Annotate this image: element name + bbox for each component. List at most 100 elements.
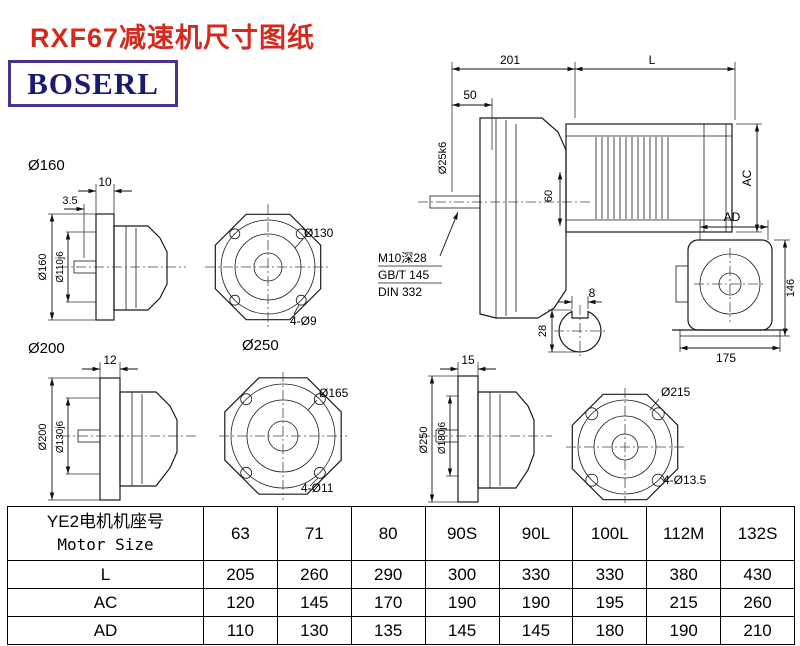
value-cell: 110 <box>203 616 278 645</box>
row-label: AD <box>7 616 204 645</box>
value-cell: 260 <box>720 588 795 617</box>
size-cell: 80 <box>350 506 426 561</box>
value-cell: 190 <box>646 616 722 645</box>
dim-holes-4x9: 4-Ø9 <box>290 314 317 328</box>
flange250-side-view: 15 Ø250 Ø180j6 <box>418 353 552 503</box>
motor-rear-view: AD 146 175 <box>672 210 797 365</box>
flange200-label: Ø200 <box>28 340 65 357</box>
flange250-label: Ø250 <box>242 337 279 354</box>
note-tap-hole: M10深28 <box>378 251 427 265</box>
dimension-table: YE2电机机座号 Motor Size 63 71 80 90S 90L 100… <box>7 506 795 645</box>
row-label: L <box>7 560 204 589</box>
dim-AC: AC <box>740 169 754 186</box>
value-cell: 260 <box>276 560 352 589</box>
size-cell: 100L <box>572 506 648 561</box>
terminal-box <box>675 265 689 303</box>
size-cell: 112M <box>646 506 722 561</box>
value-cell: 330 <box>498 560 574 589</box>
dim-3-5: 3.5 <box>62 195 77 207</box>
table-header-row: YE2电机机座号 Motor Size 63 71 80 90S 90L 100… <box>7 506 795 561</box>
dim-holes-4x13-5: 4-Ø13.5 <box>663 473 707 487</box>
flange160-label: Ø160 <box>28 157 65 174</box>
dim-L: L <box>649 53 656 67</box>
engineering-drawing-canvas: 201 L 50 Ø25k6 60 AC M10深 <box>28 53 797 503</box>
table-row-L: L 205 260 290 300 330 330 380 430 <box>7 560 795 589</box>
value-cell: 130 <box>276 616 352 645</box>
table-row-AD: AD 110 130 135 145 145 180 190 210 <box>7 616 795 645</box>
value-cell: 180 <box>572 616 648 645</box>
flange250-front-view: Ø215 4-Ø13.5 <box>566 385 707 503</box>
value-cell: 330 <box>572 560 648 589</box>
dim-bolt-circle-215: Ø215 <box>661 385 691 399</box>
value-cell: 120 <box>203 588 278 617</box>
dim-175: 175 <box>716 351 736 365</box>
motor-size-header-cn: YE2电机机座号 <box>46 512 165 532</box>
dim-AD: AD <box>724 210 741 224</box>
value-cell: 195 <box>572 588 648 617</box>
flange-outline <box>224 377 342 495</box>
flange160-side-view: Ø160 10 3.5 Ø160 Ø110j6 <box>28 157 186 321</box>
size-cell: 132S <box>720 506 795 561</box>
flange-outline <box>214 213 322 321</box>
value-cell: 170 <box>350 588 426 617</box>
dim-dia180j6: Ø180j6 <box>437 421 448 454</box>
mounting-plate <box>679 329 781 337</box>
note-gb-standard: GB/T 145 <box>378 268 429 282</box>
dim-dia200: Ø200 <box>37 424 49 451</box>
dim-50: 50 <box>463 88 477 102</box>
size-cell: 90L <box>498 506 574 561</box>
housing <box>477 391 535 489</box>
dim-15: 15 <box>461 353 475 367</box>
dim-holes-4x11: 4-Ø11 <box>301 481 334 495</box>
dim-bolt-circle-165: Ø165 <box>319 386 349 400</box>
dim-dia110: Ø110j6 <box>55 251 66 283</box>
brand-logo-text: BOSERL <box>27 65 159 101</box>
flange200-side-view: Ø200 12 Ø200 Ø130j6 <box>28 340 196 501</box>
motor-body <box>565 123 733 233</box>
page-title: RXF67减速机尺寸图纸 <box>30 23 316 53</box>
motor-fins <box>595 137 669 219</box>
shaft-diameter-label: Ø25k6 <box>437 142 449 174</box>
value-cell: 430 <box>720 560 795 589</box>
housing <box>113 225 168 311</box>
flange200-front-view: Ø165 4-Ø11 <box>219 372 349 500</box>
dim-key-8: 8 <box>589 286 596 300</box>
value-cell: 210 <box>720 616 795 645</box>
size-cell: 90S <box>424 506 500 561</box>
dim-10: 10 <box>98 175 112 189</box>
dim-bolt-circle-130: Ø130 <box>304 226 334 240</box>
value-cell: 135 <box>350 616 426 645</box>
value-cell: 205 <box>203 560 278 589</box>
dim-28: 28 <box>537 325 549 337</box>
size-cell: 71 <box>276 506 352 561</box>
value-cell: 190 <box>498 588 574 617</box>
value-cell: 145 <box>424 616 500 645</box>
size-cell: 63 <box>203 506 278 561</box>
value-cell: 380 <box>646 560 722 589</box>
flange-plate <box>99 377 121 501</box>
reducer-side-view: 201 L 50 Ø25k6 60 AC M10深 <box>378 53 762 319</box>
dim-dia250: Ø250 <box>418 427 430 454</box>
flange-outline <box>571 393 679 501</box>
dim-dia130j6: Ø130j6 <box>55 420 66 453</box>
housing <box>119 391 178 487</box>
dim-dia160: Ø160 <box>37 254 49 281</box>
dim-146: 146 <box>785 279 797 297</box>
value-cell: 145 <box>276 588 352 617</box>
dim-201: 201 <box>500 53 520 67</box>
value-cell: 145 <box>498 616 574 645</box>
gear-housing <box>479 117 567 319</box>
brand-logo-box: BOSERL <box>8 60 178 107</box>
dim-60: 60 <box>543 190 555 202</box>
value-cell: 290 <box>350 560 426 589</box>
motor-size-header-en: Motor Size <box>57 535 154 555</box>
motor-size-header-cell: YE2电机机座号 Motor Size <box>7 506 204 561</box>
row-label: AC <box>7 588 204 617</box>
shaft-keyway-section: 8 28 <box>537 286 606 357</box>
dim-12: 12 <box>103 353 117 367</box>
value-cell: 300 <box>424 560 500 589</box>
value-cell: 190 <box>424 588 500 617</box>
flange-plate <box>457 375 479 503</box>
value-cell: 215 <box>646 588 722 617</box>
